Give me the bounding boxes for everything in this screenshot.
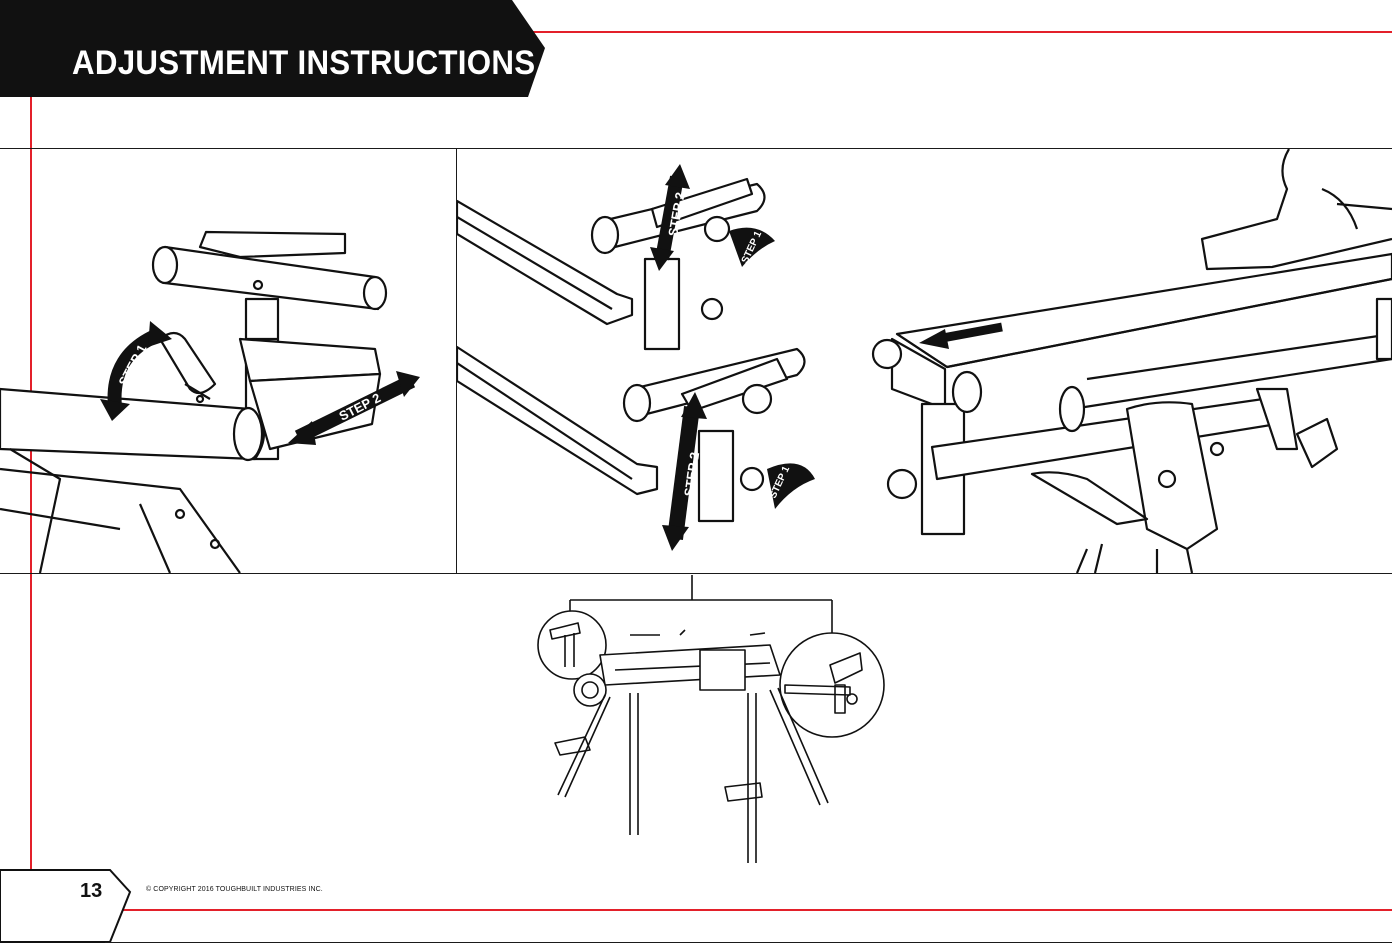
right-illustration bbox=[857, 149, 1392, 573]
copyright-notice: © COPYRIGHT 2016 TOUGHBUILT INDUSTRIES I… bbox=[146, 886, 323, 893]
stand-overview-illustration bbox=[530, 575, 890, 870]
footer-rule bbox=[105, 942, 1392, 943]
left-illustration: STEP 1 STEP 2 bbox=[0, 149, 456, 573]
title-banner: ADJUSTMENT INSTRUCTIONS bbox=[0, 0, 545, 97]
page-title: ADJUSTMENT INSTRUCTIONS bbox=[72, 44, 535, 83]
middle-illustration: STEP 2 STEP 1 STEP 2 STEP 1 bbox=[457, 149, 857, 573]
page-number-tab bbox=[0, 868, 135, 944]
page-number: 13 bbox=[80, 880, 102, 903]
